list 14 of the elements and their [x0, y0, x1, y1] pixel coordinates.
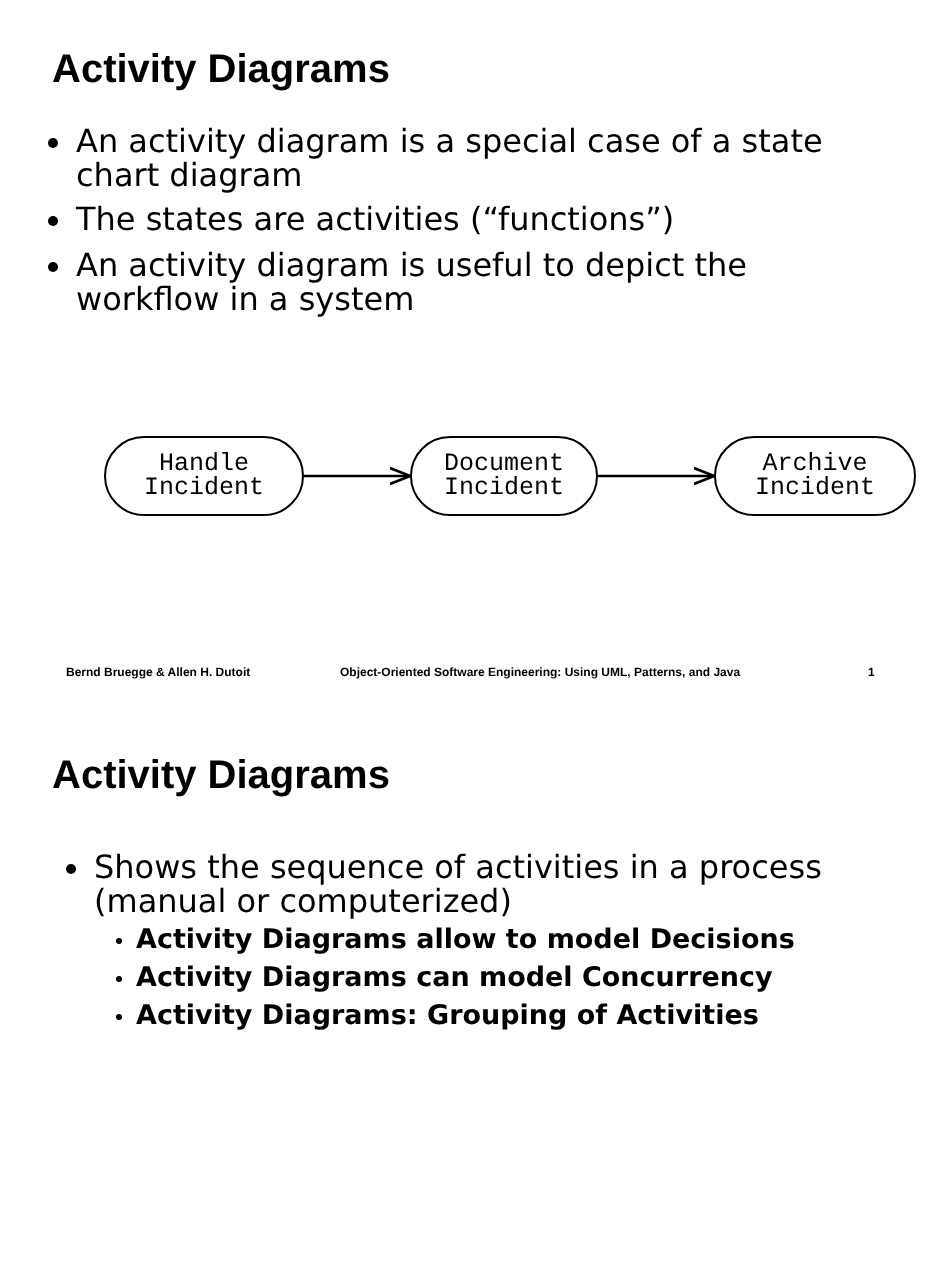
sub-bullet-text: Activity Diagrams: Grouping of Activities	[136, 998, 761, 1034]
slide-heading: Activity Diagrams	[52, 48, 390, 94]
sub-bullet-text: Activity Diagrams allow to model Decisions	[136, 922, 797, 958]
slide-heading: Activity Diagrams	[52, 754, 390, 800]
arrow	[598, 466, 716, 486]
activity-node: Document Incident	[410, 436, 598, 516]
activity-node: Archive Incident	[714, 436, 916, 516]
activity-node: Handle Incident	[104, 436, 304, 516]
sub-bullet-text: Activity Diagrams can model Concurrency	[136, 960, 775, 996]
bullet-text: The states are activities (“functions”)	[76, 202, 677, 236]
bullet-text: Shows the sequence of activities in a process (manual or computerized)	[94, 850, 824, 918]
bullet-text: An activity diagram is useful to depict the workflow in a system	[76, 248, 750, 316]
arrow	[304, 466, 412, 486]
bullet-text: An activity diagram is a special case of a state chart diagram	[76, 124, 825, 192]
